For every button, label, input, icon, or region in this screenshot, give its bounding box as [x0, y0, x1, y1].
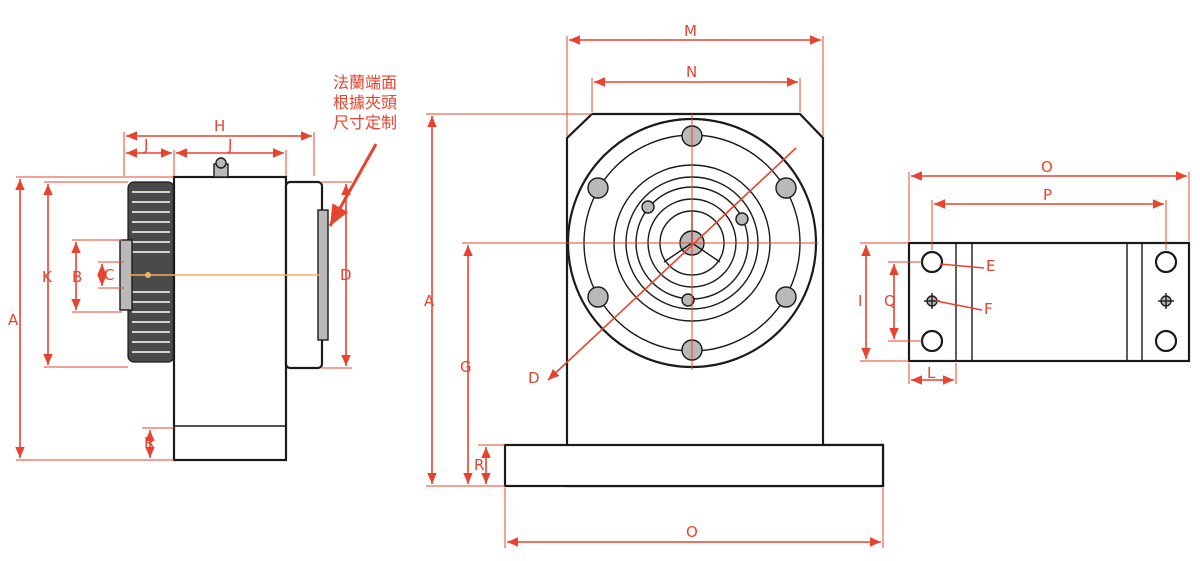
bolt-holes	[587, 125, 797, 361]
top-dim-F: F	[984, 300, 993, 318]
note-line3: 尺寸定制	[333, 113, 397, 132]
top-dim-O: O	[1041, 158, 1053, 176]
front-dim-O: O	[686, 523, 698, 541]
side-view: H J J A K B C D R 法蘭端面 根據夾頭 尺寸定制	[8, 73, 397, 462]
pulley-teeth	[132, 191, 170, 353]
pulley	[127, 181, 175, 363]
front-dim-D: D	[528, 369, 540, 387]
side-body	[172, 175, 288, 462]
front-view: D M N A G R O	[424, 22, 885, 548]
side-dim-R: R	[144, 434, 154, 452]
top-plate	[907, 241, 1191, 363]
top-view: O P E F I Q L	[858, 158, 1191, 385]
note-line2: 根據夾頭	[333, 93, 397, 112]
side-dim-J2: J	[227, 136, 232, 154]
note-line1: 法蘭端面	[333, 73, 397, 92]
side-dim-K: K	[42, 268, 53, 286]
front-dim-R: R	[474, 456, 484, 474]
top-dim-L: L	[927, 364, 936, 382]
side-dim-B: B	[72, 268, 82, 286]
note-arrow	[328, 143, 378, 227]
side-dim-H: H	[214, 117, 225, 135]
top-dim-E: E	[986, 257, 995, 275]
side-dim-D: D	[340, 266, 352, 284]
side-dim-C: C	[104, 266, 114, 284]
front-base	[503, 443, 885, 488]
front-dim-A: A	[424, 292, 435, 310]
top-dim-Q: Q	[884, 292, 896, 310]
front-dim-G: G	[460, 358, 472, 376]
top-dim-P: P	[1043, 186, 1052, 204]
top-dim-I: I	[858, 292, 862, 310]
front-dim-M: M	[684, 22, 697, 40]
front-dim-N: N	[686, 63, 697, 81]
side-dim-A: A	[8, 311, 19, 329]
side-dim-J1: J	[143, 136, 148, 154]
